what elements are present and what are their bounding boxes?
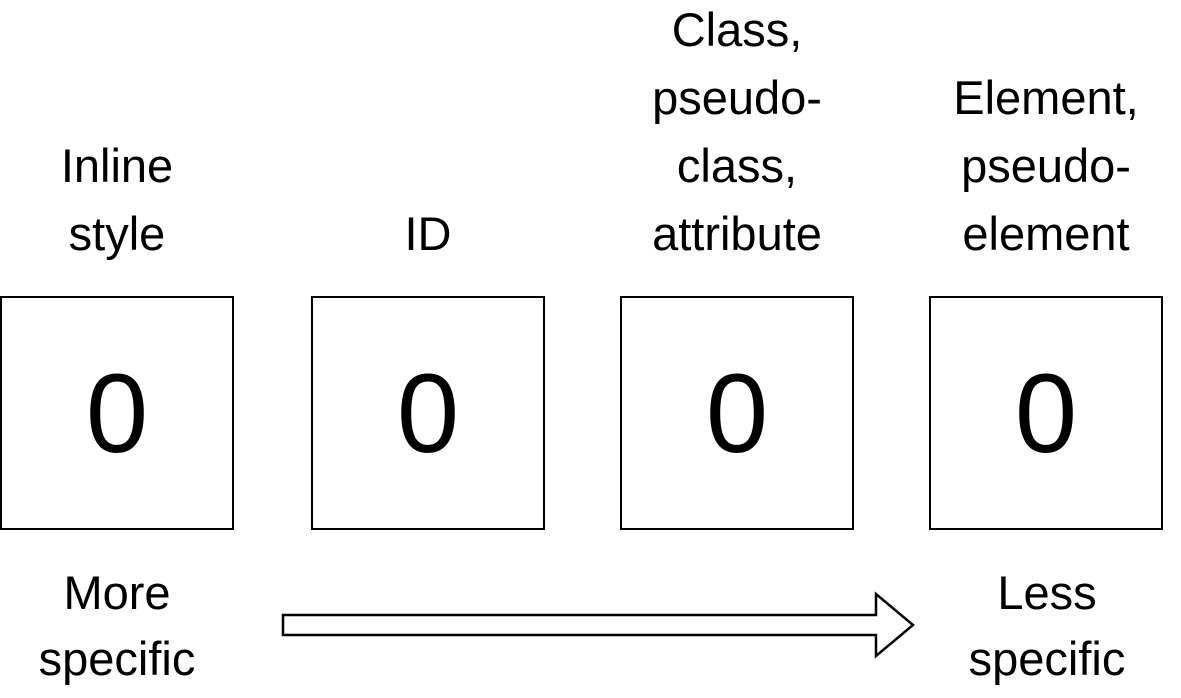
more-specific-caption: More specific	[0, 560, 247, 692]
less-specific-caption: Less specific	[917, 560, 1177, 692]
label-line: Inline	[60, 139, 174, 192]
caption-line: specific	[968, 632, 1126, 685]
specificity-value-box: 0	[929, 296, 1163, 530]
caption-line: Less	[997, 566, 1097, 619]
label-line: pseudo-	[961, 139, 1131, 192]
label-line: Class,	[671, 3, 803, 56]
label-line: Element,	[953, 71, 1139, 124]
specificity-column: Inline style 0	[0, 0, 234, 698]
column-label: Element, pseudo-element	[896, 64, 1181, 268]
specificity-value-box: 0	[311, 296, 545, 530]
label-line: ID	[404, 207, 452, 260]
caption-line: specific	[38, 632, 196, 685]
specificity-column: Element, pseudo-element 0	[929, 0, 1163, 698]
specificity-value-box: 0	[620, 296, 854, 530]
label-line: attribute	[652, 207, 822, 260]
specificity-column: ID 0	[311, 0, 545, 698]
caption-line: More	[63, 566, 171, 619]
arrow-right-icon	[281, 591, 915, 659]
specificity-column: Class, pseudo-class, attribute 0	[620, 0, 854, 698]
label-line: element	[962, 207, 1130, 260]
label-line: class,	[676, 139, 798, 192]
column-label: Inline style	[0, 132, 267, 268]
column-label: ID	[278, 200, 578, 268]
column-label: Class, pseudo-class, attribute	[587, 0, 887, 268]
label-line: pseudo-	[652, 71, 822, 124]
specificity-value-box: 0	[0, 296, 234, 530]
label-line: style	[68, 207, 166, 260]
